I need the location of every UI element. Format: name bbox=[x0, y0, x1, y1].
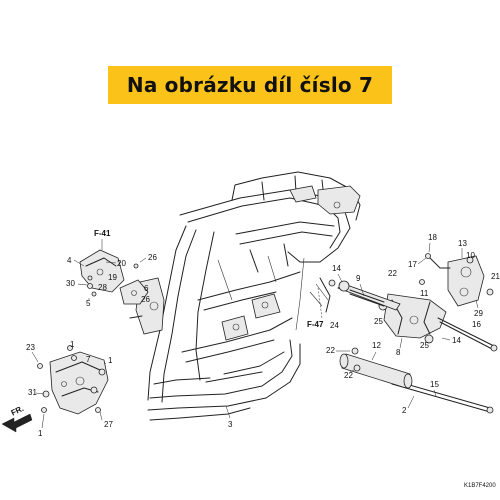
callout-1-bottom: 1 bbox=[38, 429, 43, 438]
front-arrow: FR. bbox=[1, 404, 33, 433]
callout-12: 12 bbox=[372, 341, 381, 350]
callout-1-right: 1 bbox=[108, 356, 113, 365]
callout-11: 11 bbox=[420, 289, 429, 298]
callout-27: 27 bbox=[104, 420, 113, 429]
callout-21: 21 bbox=[491, 272, 500, 281]
callout-28: 28 bbox=[98, 283, 107, 292]
callout-19: 19 bbox=[108, 273, 117, 282]
engine-hanger-link bbox=[328, 279, 447, 344]
callout-9: 9 bbox=[356, 274, 361, 283]
banner-text: Na obrázku díl číslo 7 bbox=[126, 73, 374, 97]
rear-bracket bbox=[425, 253, 494, 307]
callout-22-upper: 22 bbox=[388, 269, 397, 278]
callout-22-lower: 22 bbox=[344, 371, 353, 380]
callout-5: 5 bbox=[86, 299, 91, 308]
callout-26-lower: 26 bbox=[141, 295, 150, 304]
callout-2: 2 bbox=[402, 406, 407, 415]
callout-15: 15 bbox=[430, 380, 439, 389]
ref-f47[interactable]: F-47 bbox=[307, 320, 324, 329]
main-frame bbox=[129, 171, 361, 421]
callout-14-lower: 14 bbox=[452, 336, 461, 345]
callout-25-right: 25 bbox=[420, 341, 429, 350]
callout-3: 3 bbox=[228, 420, 233, 429]
lower-left-bracket bbox=[37, 345, 109, 415]
callout-23: 23 bbox=[26, 343, 35, 352]
callout-31: 31 bbox=[28, 388, 37, 397]
diagram-code: K1B7F4200 bbox=[464, 483, 496, 489]
callout-14-upper: 14 bbox=[332, 264, 341, 273]
callout-30: 30 bbox=[66, 279, 75, 288]
ref-f41[interactable]: F-41 bbox=[94, 229, 111, 238]
callout-7: 7 bbox=[86, 355, 91, 364]
callout-8: 8 bbox=[396, 348, 401, 357]
callout-17: 17 bbox=[408, 260, 417, 269]
callout-1-top: 1 bbox=[70, 340, 75, 349]
fr-label: FR. bbox=[10, 404, 25, 418]
part-number-banner: Na obrázku díl číslo 7 bbox=[108, 66, 392, 104]
pivot-pipe bbox=[309, 277, 413, 389]
callout-22-mid: 22 bbox=[326, 346, 335, 355]
callout-16: 16 bbox=[472, 320, 481, 329]
callout-10: 10 bbox=[466, 251, 475, 260]
callout-26-upper: 26 bbox=[148, 253, 157, 262]
callout-29: 29 bbox=[474, 309, 483, 318]
callout-4: 4 bbox=[67, 256, 72, 265]
upper-left-bracket bbox=[79, 249, 149, 305]
callout-20: 20 bbox=[117, 259, 126, 268]
callout-25-left: 25 bbox=[374, 317, 383, 326]
callout-6: 6 bbox=[144, 284, 149, 293]
callout-13: 13 bbox=[458, 239, 467, 248]
callout-24: 24 bbox=[330, 321, 339, 330]
callouts: 4 20 26 19 30 28 5 26 6 23 1 7 1 31 1 27 bbox=[26, 233, 500, 438]
callout-18: 18 bbox=[428, 233, 437, 242]
